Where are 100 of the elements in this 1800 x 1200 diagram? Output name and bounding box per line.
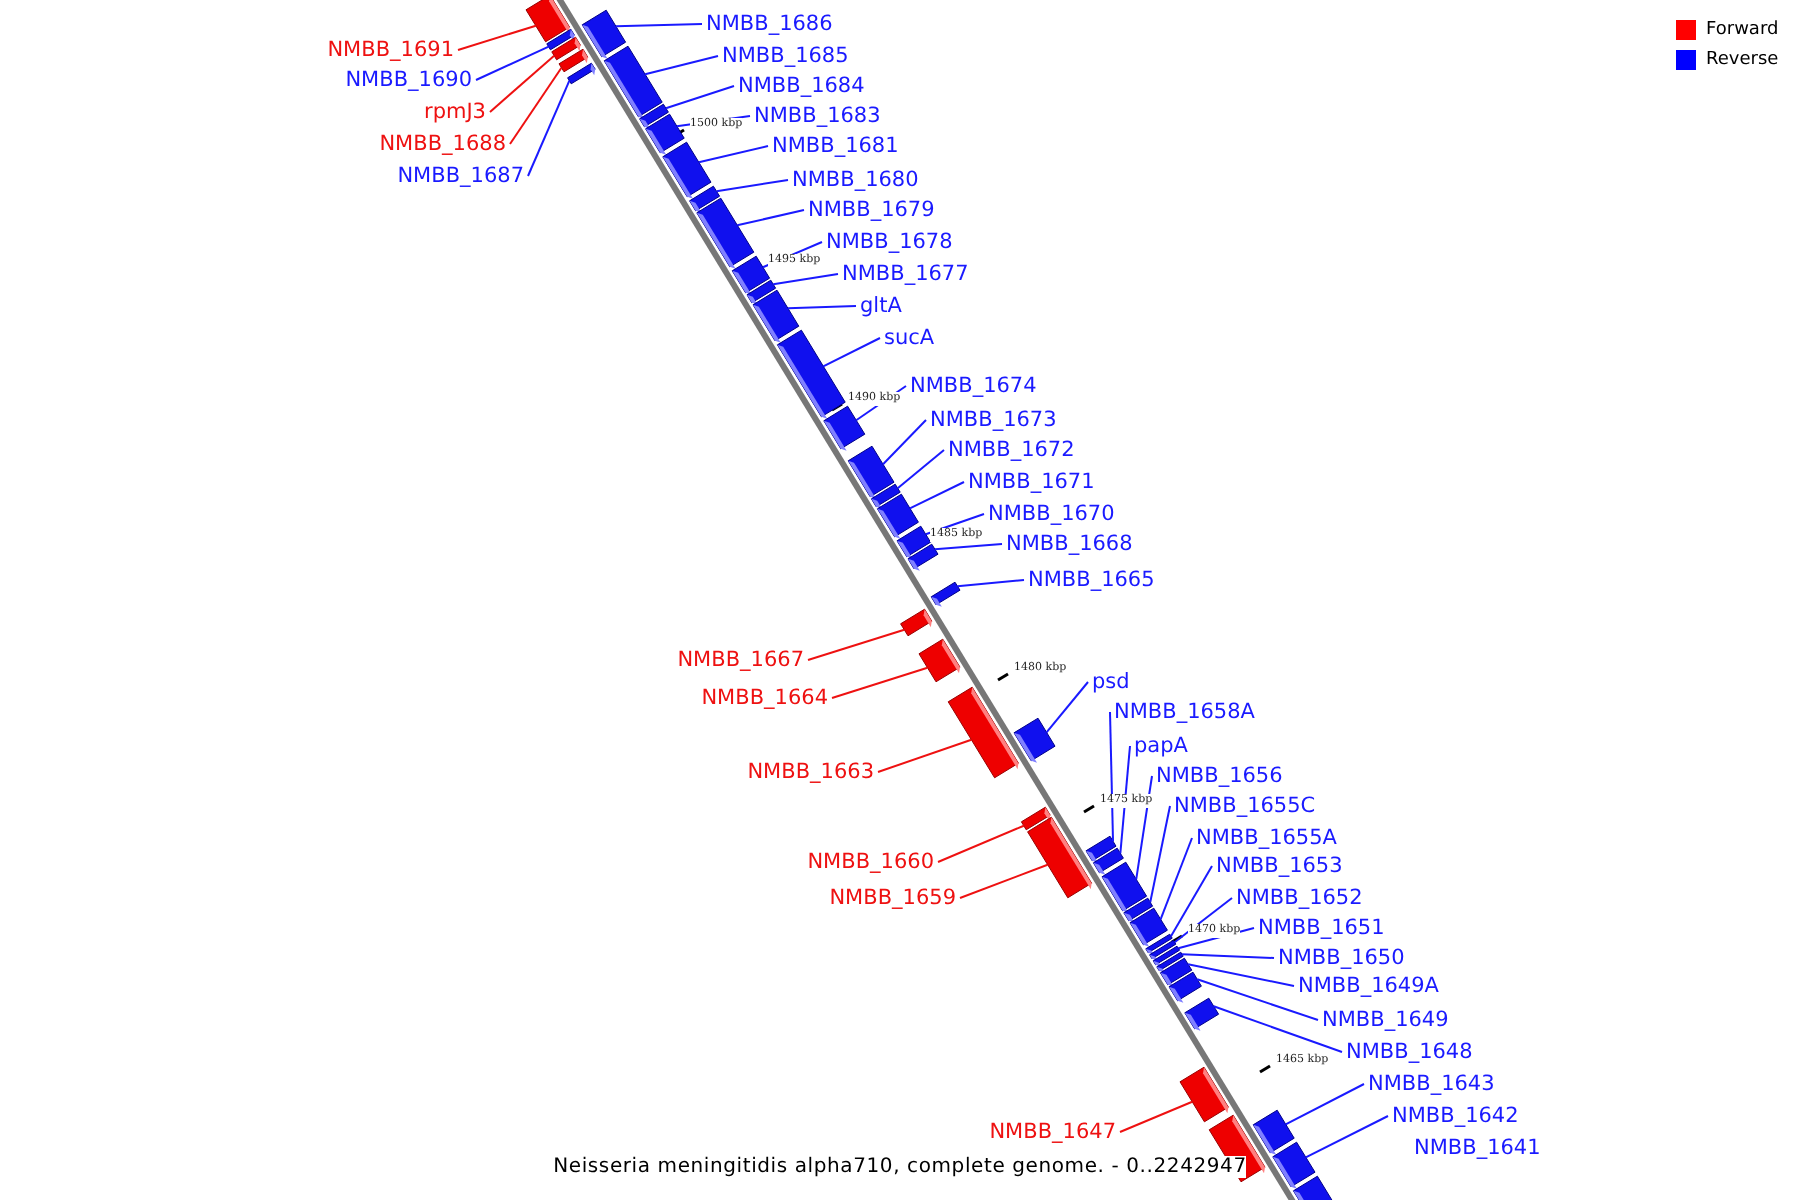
- gene-block: [551, 36, 581, 61]
- leader-line: [1304, 1115, 1389, 1159]
- gene-label: NMBB_1683: [754, 104, 881, 128]
- gene-block: [870, 483, 901, 509]
- leader-line: [475, 45, 550, 81]
- gene-label: psd: [1092, 670, 1130, 694]
- gene-label: NMBB_1671: [968, 470, 1095, 494]
- gene-label: NMBB_1667: [677, 648, 804, 672]
- gene-label: NMBB_1664: [701, 686, 828, 710]
- gene-label: NMBB_1653: [1216, 854, 1343, 878]
- gene-label: NMBB_1649A: [1298, 974, 1439, 998]
- gene-label: NMBB_1691: [327, 38, 454, 62]
- leader-line: [736, 209, 805, 227]
- gene-label: NMBB_1663: [747, 760, 874, 784]
- leader-line: [908, 481, 965, 510]
- gene-block: [558, 48, 589, 73]
- gene-label: NMBB_1680: [792, 168, 919, 192]
- leader-line: [1119, 1100, 1194, 1133]
- leader-line: [664, 85, 735, 110]
- gene-block: [567, 62, 596, 85]
- gene-block: [746, 279, 777, 305]
- leader-line: [614, 23, 703, 28]
- gene-label: NMBB_1677: [842, 262, 969, 286]
- gene-label: NMBB_1674: [910, 374, 1037, 398]
- leader-line: [882, 419, 927, 466]
- leader-line: [822, 337, 881, 368]
- gene-block: [1027, 816, 1093, 899]
- gene-block: [1292, 1175, 1334, 1200]
- gene-label: NMBB_1688: [379, 132, 506, 156]
- gene-label: papA: [1134, 734, 1188, 758]
- gene-label: NMBB_1687: [397, 164, 524, 188]
- gene-label: NMBB_1670: [988, 502, 1115, 526]
- leader-line: [1196, 978, 1319, 1021]
- leader-line: [959, 863, 1049, 899]
- gene-block: [1013, 717, 1056, 763]
- leader-line: [1170, 865, 1213, 938]
- gene-block: [581, 9, 627, 59]
- gene-block: [1145, 933, 1173, 955]
- leader-line: [896, 449, 945, 490]
- gene-block: [546, 28, 575, 51]
- gene-label: NMBB_1681: [772, 134, 899, 158]
- leader-line: [1180, 953, 1275, 959]
- gene-label: NMBB_1642: [1392, 1104, 1519, 1128]
- gene-label: NMBB_1656: [1156, 764, 1283, 788]
- leader-line: [1159, 837, 1193, 921]
- legend-label: Forward: [1706, 18, 1779, 42]
- gene-label: NMBB_1652: [1236, 886, 1363, 910]
- gene-block: [947, 686, 1019, 779]
- gene-label: NMBB_1658A: [1114, 700, 1255, 724]
- gene-label: NMBB_1672: [948, 438, 1075, 462]
- gene-block: [639, 103, 669, 129]
- gene-label: NMBB_1690: [345, 68, 472, 92]
- gene-block: [776, 329, 846, 419]
- gene-label: NMBB_1678: [826, 230, 953, 254]
- leader-line: [1109, 711, 1115, 843]
- legend-label: Reverse: [1706, 48, 1779, 72]
- leader-line: [527, 79, 571, 177]
- gene-label: NMBB_1651: [1258, 916, 1385, 940]
- leader-line: [697, 145, 769, 164]
- gene-block: [662, 141, 712, 199]
- gene-block: [525, 0, 571, 43]
- gene-label: NMBB_1685: [722, 44, 849, 68]
- gene-block: [696, 197, 755, 269]
- gene-block: [1152, 945, 1181, 967]
- leader-line: [933, 543, 1003, 551]
- leader-line: [489, 54, 556, 113]
- gene-label: NMBB_1659: [829, 886, 956, 910]
- gene-label: NMBB_1668: [1006, 532, 1133, 556]
- leader-line: [1173, 897, 1233, 944]
- gene-block: [1085, 835, 1117, 863]
- gene-label: NMBB_1648: [1346, 1040, 1473, 1064]
- gene-block: [1092, 847, 1124, 875]
- gene-block: [689, 185, 721, 213]
- gene-label: gltA: [860, 294, 902, 318]
- leader-line: [1284, 1083, 1365, 1126]
- gene-label: NMBB_1665: [1028, 568, 1155, 592]
- gene-label: NMBB_1641: [1414, 1136, 1541, 1160]
- gene-label: NMBB_1650: [1278, 946, 1405, 970]
- gene-label: NMBB_1655C: [1174, 794, 1316, 818]
- gene-label: NMBB_1643: [1368, 1072, 1495, 1096]
- gene-block: [930, 581, 961, 607]
- gene-block: [1123, 897, 1154, 923]
- gene-label: NMBB_1655A: [1196, 826, 1337, 850]
- gene-block: [1149, 939, 1177, 961]
- leader-line: [509, 66, 563, 145]
- leader-line: [1149, 805, 1171, 904]
- gene-block: [907, 543, 939, 571]
- gene-block: [1179, 1066, 1229, 1123]
- leader-line: [1119, 745, 1131, 855]
- gene-block: [1252, 1109, 1295, 1155]
- leader-line: [644, 55, 719, 76]
- leader-line: [772, 273, 839, 286]
- leader-line: [1212, 1005, 1343, 1053]
- leader-line: [807, 628, 906, 661]
- gene-block: [1159, 957, 1193, 987]
- gene-label: sucA: [884, 326, 935, 350]
- leader-line: [956, 579, 1025, 588]
- leader-line: [715, 179, 789, 193]
- gene-block: [1168, 971, 1202, 1003]
- leader-line: [937, 824, 1025, 863]
